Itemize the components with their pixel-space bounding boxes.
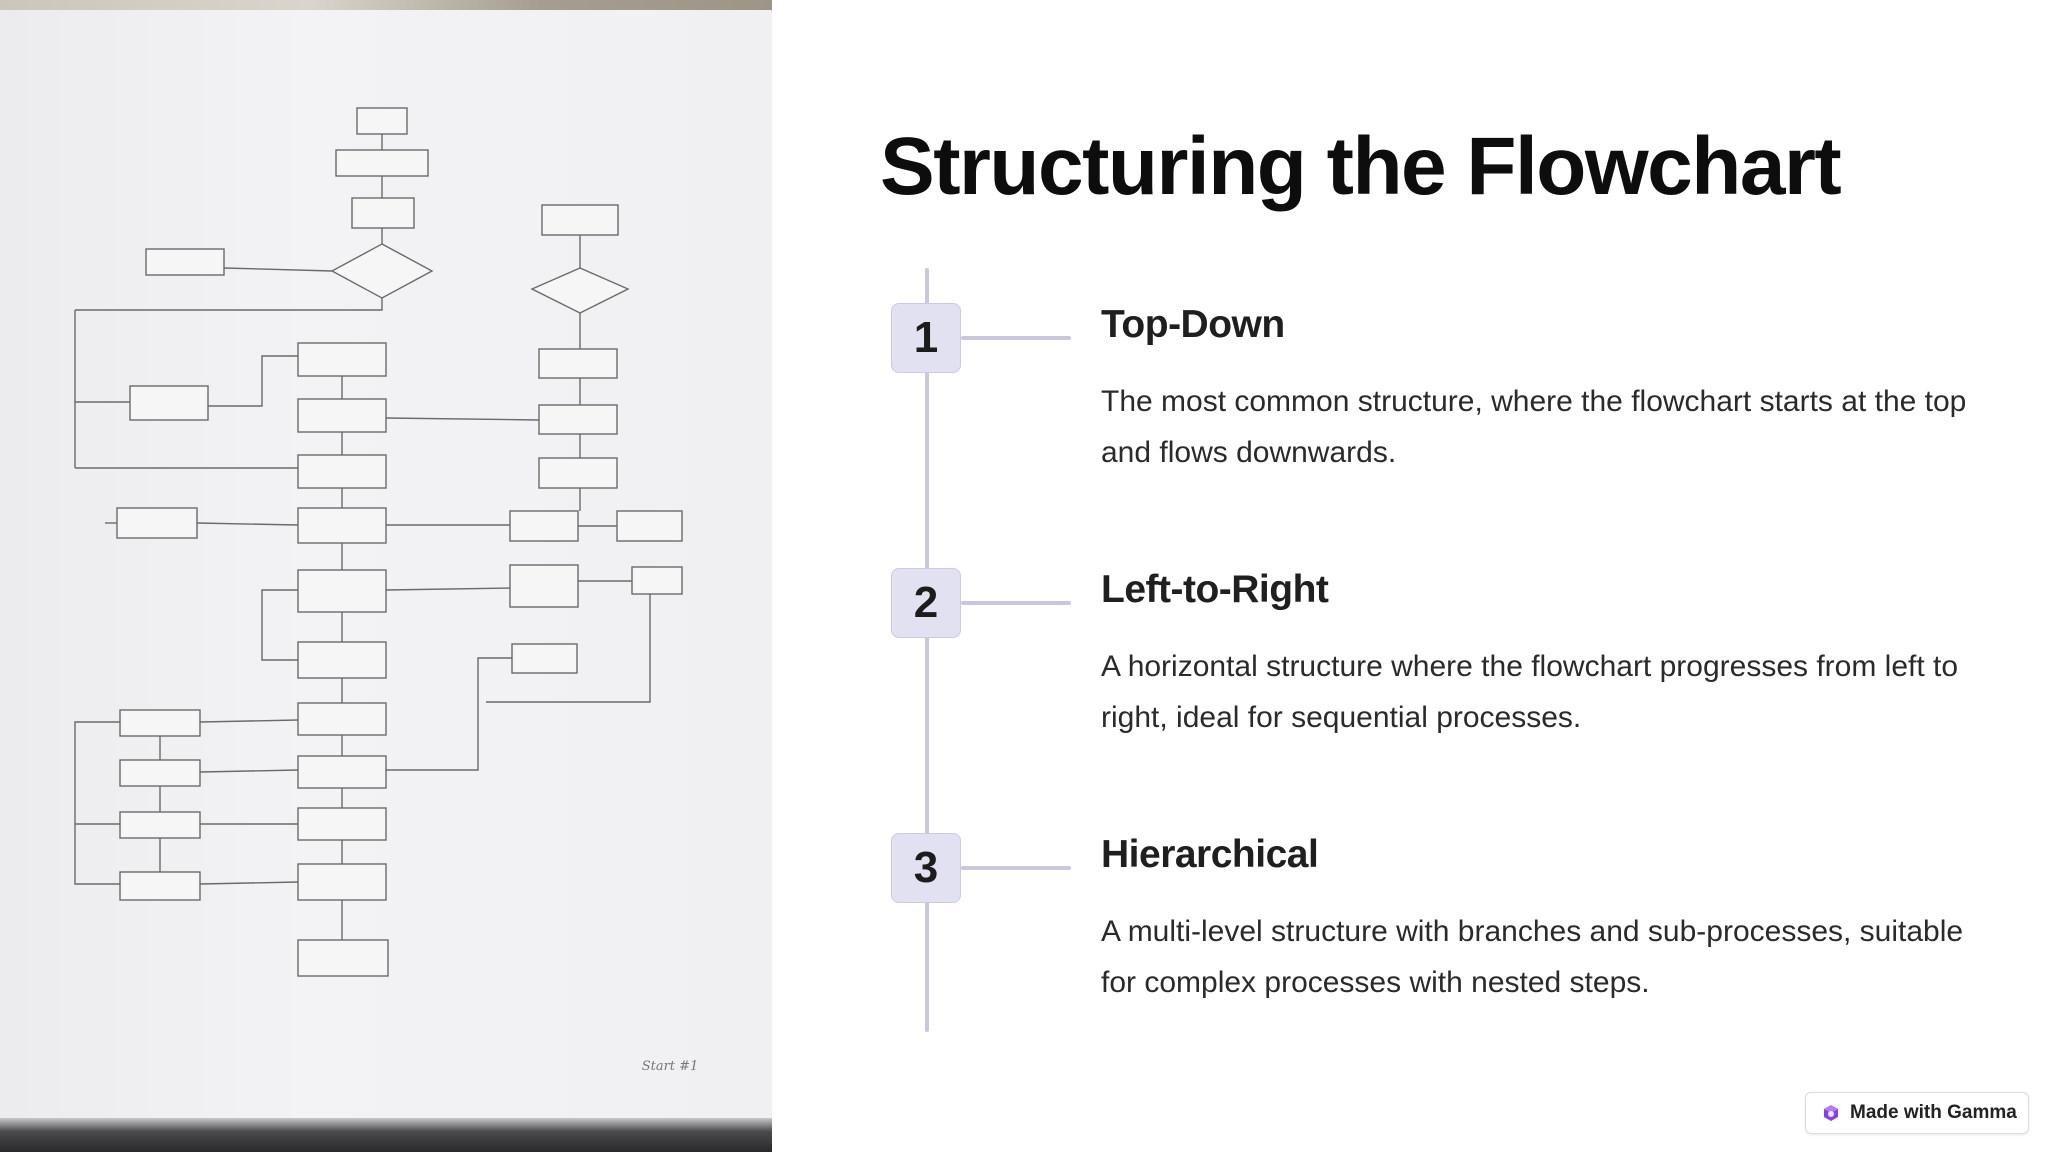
step-description: A horizontal structure where the flowcha… [1101,650,1959,734]
step-description: A multi-level structure with branches an… [1101,915,1964,999]
step-connector [961,336,1071,340]
photo-bottom-edge [0,1118,772,1152]
flowchart-drawing: Start #1 [74,107,699,1074]
step-number-badge: 1 [891,303,961,373]
step-number-badge: 2 [891,568,961,638]
step-connector [961,601,1071,605]
step-title: Hierarchical [1101,833,1319,876]
slide-title: Structuring the Flowchart [880,121,1842,212]
step-description: The most common structure, where the flo… [1101,385,1967,469]
gamma-logo-icon [1824,1105,1838,1121]
timeline-line [925,268,929,1032]
step-number-badge: 3 [891,833,961,903]
flowchart-photo: Start #1 [0,0,772,1152]
photo-top-edge [0,0,772,12]
made-with-gamma-badge[interactable]: Made with Gamma [1805,1092,2029,1134]
step-title: Top-Down [1101,303,1285,346]
badge-label: Made with Gamma [1850,1102,2017,1123]
step-title: Left-to-Right [1101,568,1329,611]
step-connector [961,866,1071,870]
svg-text:Start #1: Start #1 [642,1059,699,1074]
